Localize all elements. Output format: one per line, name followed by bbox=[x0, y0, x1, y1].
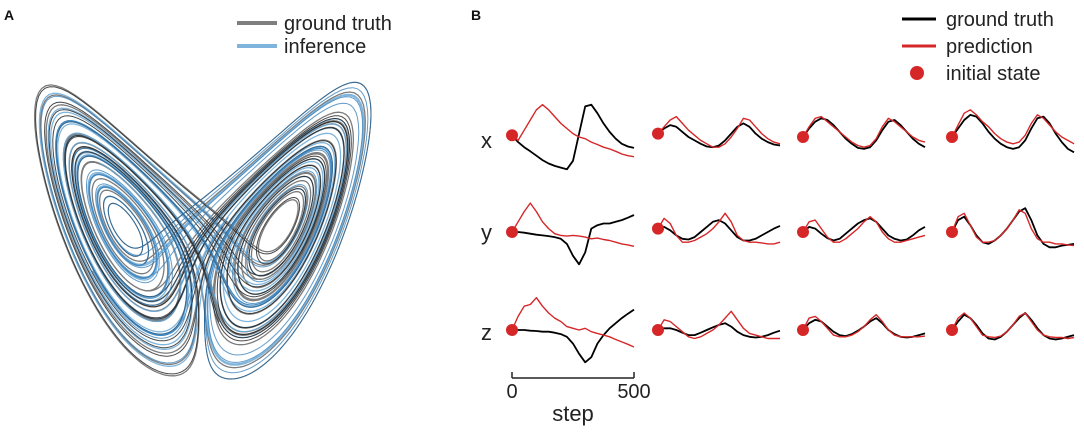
ground-truth-line-y-3 bbox=[802, 217, 926, 242]
ground-truth-line-z-4 bbox=[951, 312, 1075, 341]
ground-truth-line-x-4 bbox=[951, 114, 1075, 154]
initial-state-dot-x-2 bbox=[652, 127, 664, 140]
initial-state-dot-y-3 bbox=[797, 226, 809, 238]
prediction-line-y-2 bbox=[657, 212, 781, 245]
prediction-line-z-4 bbox=[951, 312, 1075, 340]
initial-state-dot-y-2 bbox=[652, 222, 664, 235]
small-multiples bbox=[506, 103, 1075, 364]
ground-truth-line-x-1 bbox=[511, 103, 635, 171]
row-label-z: z bbox=[481, 320, 492, 345]
ground-truth-line-x-3 bbox=[802, 117, 926, 150]
ground-truth-line-y-2 bbox=[657, 219, 781, 242]
initial-state-dot-y-1 bbox=[506, 226, 518, 238]
prediction-line-y-1 bbox=[511, 202, 635, 247]
x-tick-label-500: 500 bbox=[617, 381, 650, 403]
attractor-inference-trajectory-dark bbox=[40, 81, 372, 380]
panel-a-label: A bbox=[4, 7, 14, 23]
initial-state-dot-x-1 bbox=[506, 129, 518, 142]
legend-b-initial-state-label: initial state bbox=[946, 63, 1041, 85]
initial-state-dot-z-1 bbox=[506, 324, 518, 336]
legend-b-prediction-label: prediction bbox=[946, 36, 1033, 58]
x-axis-label: step bbox=[552, 401, 594, 426]
ground-truth-line-z-1 bbox=[512, 308, 635, 364]
legend-b-initial-state-dot bbox=[910, 66, 924, 80]
prediction-line-z-1 bbox=[511, 297, 635, 348]
prediction-line-z-2 bbox=[657, 310, 780, 340]
ground-truth-line-x-2 bbox=[657, 122, 781, 149]
prediction-line-x-1 bbox=[511, 104, 635, 158]
initial-state-dot-z-3 bbox=[797, 324, 809, 336]
row-label-x: x bbox=[481, 128, 492, 153]
legend-b-ground-truth-label: ground truth bbox=[946, 9, 1054, 31]
initial-state-dot-x-4 bbox=[946, 131, 958, 143]
prediction-line-x-2 bbox=[657, 115, 781, 148]
x-axis: 0 500 step bbox=[506, 372, 651, 426]
initial-state-dot-x-3 bbox=[797, 131, 809, 143]
legend-ground-truth-label: ground truth bbox=[284, 13, 392, 35]
ground-truth-line-y-4 bbox=[951, 207, 1075, 249]
initial-state-dot-z-4 bbox=[946, 324, 958, 336]
panel-b-label: B bbox=[471, 7, 481, 23]
prediction-line-x-4 bbox=[951, 109, 1075, 145]
panel-b-legend: ground truth prediction initial state bbox=[902, 9, 1054, 85]
legend-inference-label: inference bbox=[284, 36, 366, 58]
prediction-line-z-3 bbox=[802, 314, 926, 338]
prediction-line-y-4 bbox=[951, 209, 1075, 247]
initial-state-dot-z-2 bbox=[652, 324, 664, 336]
attractor-plot bbox=[33, 81, 372, 380]
initial-state-dot-y-4 bbox=[946, 226, 958, 238]
prediction-line-x-3 bbox=[802, 115, 926, 148]
row-label-y: y bbox=[481, 220, 492, 245]
panel-a-legend: ground truth inference bbox=[237, 13, 392, 58]
prediction-line-y-3 bbox=[802, 216, 926, 243]
ground-truth-line-y-1 bbox=[512, 214, 635, 266]
x-tick-label-0: 0 bbox=[506, 381, 517, 403]
